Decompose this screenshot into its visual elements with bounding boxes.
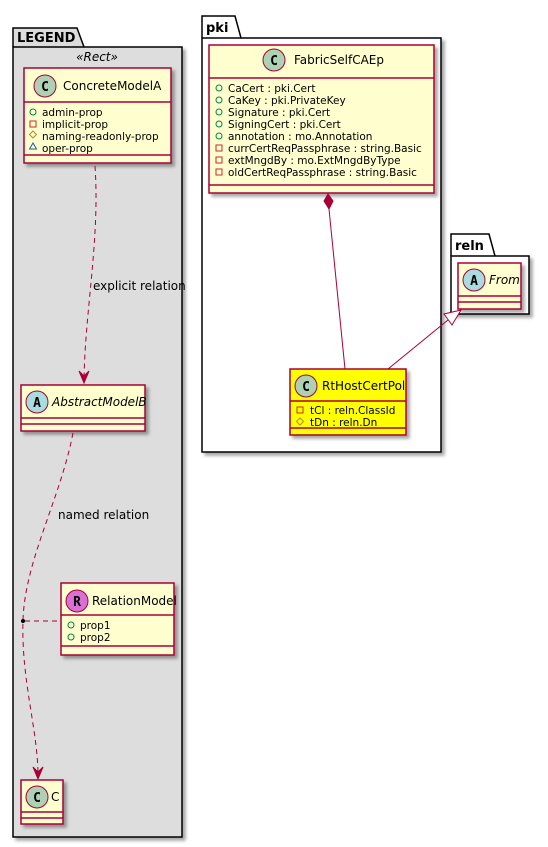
class-type-c-icon	[33, 74, 57, 98]
public-visibility-icon	[29, 108, 37, 116]
class-attribute: prop2	[80, 632, 111, 644]
abstract-type-a-icon	[462, 268, 486, 292]
class-c[interactable]: C C	[20, 779, 64, 825]
package-visibility-icon	[28, 142, 38, 150]
class-attribute: implicit-prop	[42, 119, 108, 131]
class-abstract-model-b[interactable]: A AbstractModelB	[20, 384, 147, 432]
class-concrete-model-a[interactable]: C ConcreteModelA admin-prop implicit-pro…	[23, 67, 172, 164]
generalization-arrow-icon	[443, 309, 463, 326]
class-attribute: annotation : mo.Annotation	[228, 131, 372, 143]
composition-connector	[323, 193, 346, 370]
class-attribute: prop1	[80, 620, 111, 632]
public-visibility-icon	[215, 96, 223, 104]
class-type-c-icon	[25, 785, 49, 809]
class-attribute: CaKey : pki.PrivateKey	[228, 95, 346, 107]
class-name: AbstractModelB	[51, 395, 147, 409]
protected-visibility-icon	[295, 417, 305, 426]
class-relation-model[interactable]: R RelationModel prop1 prop2	[60, 582, 177, 656]
legend-package-title: LEGEND	[17, 31, 76, 46]
class-attribute: oper-prop	[42, 143, 93, 155]
reln-package-title: reln	[455, 239, 484, 254]
named-relation-label: named relation	[58, 508, 149, 522]
public-visibility-icon	[215, 120, 223, 128]
class-attribute: CaCert : pki.Cert	[228, 83, 315, 95]
class-type-letter: C	[302, 380, 310, 395]
named-relation-arrow: named relation	[21, 432, 149, 781]
class-name: From	[489, 273, 520, 287]
private-visibility-icon	[215, 144, 223, 152]
class-attribute: tCl : reln.ClassId	[310, 405, 395, 417]
generalization-connector	[387, 309, 463, 370]
class-fabric-self-ca-ep[interactable]: C FabricSelfCAEp CaCert : pki.Cert CaKey…	[208, 44, 435, 194]
class-name: C	[51, 790, 59, 804]
class-attribute: oldCertReqPassphrase : string.Basic	[228, 167, 417, 179]
public-visibility-icon	[215, 108, 223, 116]
protected-visibility-icon	[28, 130, 38, 139]
public-visibility-icon	[67, 633, 75, 641]
public-visibility-icon	[215, 132, 223, 140]
class-type-letter: R	[73, 595, 81, 610]
relation-type-r-icon	[65, 589, 89, 613]
class-type-letter: A	[470, 274, 478, 289]
public-visibility-icon	[67, 621, 75, 629]
class-attribute: currCertReqPassphrase : string.Basic	[228, 143, 422, 155]
composition-diamond-icon	[323, 193, 334, 211]
private-visibility-icon	[29, 120, 37, 128]
class-name: FabricSelfCAEp	[294, 53, 384, 67]
class-attribute: SigningCert : pki.Cert	[228, 119, 341, 131]
class-name: RtHostCertPol	[322, 379, 405, 393]
class-type-letter: A	[33, 396, 41, 411]
private-visibility-icon	[215, 156, 223, 164]
legend-stereotype: «Rect»	[76, 50, 118, 64]
explicit-relation-arrow: explicit relation	[78, 165, 186, 385]
class-attribute: naming-readonly-prop	[42, 131, 159, 143]
class-attribute: Signature : pki.Cert	[228, 107, 330, 119]
class-attribute: tDn : reln.Dn	[310, 417, 377, 429]
public-visibility-icon	[215, 84, 223, 92]
class-type-c-icon	[294, 374, 318, 398]
private-visibility-icon	[296, 406, 304, 414]
class-type-letter: C	[33, 791, 41, 806]
pki-package-title: pki	[206, 21, 228, 36]
legend-package: LEGEND «Rect»	[12, 27, 183, 838]
class-name: RelationModel	[92, 594, 177, 608]
explicit-relation-label: explicit relation	[93, 279, 186, 293]
private-visibility-icon	[215, 168, 223, 176]
class-from[interactable]: A From	[457, 262, 522, 310]
class-attribute: admin-prop	[42, 107, 103, 119]
abstract-type-a-icon	[25, 390, 49, 414]
class-attribute: extMngdBy : mo.ExtMngdByType	[228, 155, 401, 167]
class-type-letter: C	[270, 54, 278, 69]
class-type-letter: C	[41, 80, 49, 95]
class-type-c-icon	[262, 48, 286, 72]
class-name: ConcreteModelA	[63, 79, 162, 93]
class-rt-host-cert-pol[interactable]: C RtHostCertPol tCl : reln.ClassId tDn :…	[289, 368, 407, 436]
